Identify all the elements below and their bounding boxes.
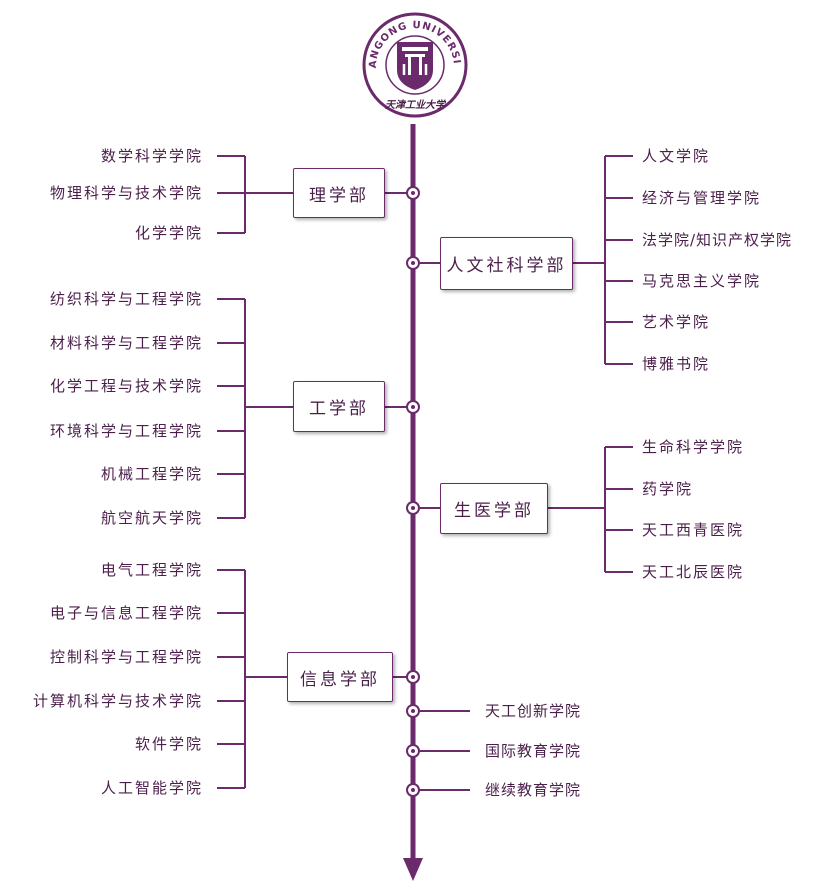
department-humanities: 人文社科学部 <box>440 237 573 290</box>
standalone-college-label: 天工创新学院 <box>485 702 582 720</box>
university-logo: TIANGONG UNIVERSITY 1912 天津工业大学 <box>360 12 468 118</box>
logo-year: 1912 <box>407 82 422 89</box>
standalone-college-label: 国际教育学院 <box>485 742 582 760</box>
college-label: 材料科学与工程学院 <box>49 334 203 352</box>
department-science: 理学部 <box>293 168 385 218</box>
college-label: 物理科学与技术学院 <box>49 184 203 202</box>
college-label: 天工北辰医院 <box>642 563 745 581</box>
college-label: 化学学院 <box>134 224 203 242</box>
college-label: 法学院/知识产权学院 <box>642 231 793 249</box>
logo-chinese-name: 天津工业大学 <box>385 99 447 111</box>
college-label: 电气工程学院 <box>100 561 203 579</box>
college-label: 马克思主义学院 <box>642 272 762 290</box>
college-label: 药学院 <box>642 480 694 498</box>
college-label: 人文学院 <box>642 147 711 165</box>
college-label: 环境科学与工程学院 <box>49 422 203 440</box>
standalone-college-label: 继续教育学院 <box>485 781 582 799</box>
college-label: 天工西青医院 <box>642 521 745 539</box>
college-label: 纺织科学与工程学院 <box>49 290 203 308</box>
college-label: 机械工程学院 <box>100 465 203 483</box>
college-label: 博雅书院 <box>642 355 711 373</box>
college-label: 生命科学学院 <box>642 438 745 456</box>
department-biomed: 生医学部 <box>440 483 548 534</box>
department-information: 信息学部 <box>287 652 393 702</box>
college-label: 电子与信息工程学院 <box>49 604 203 622</box>
trunk-arrowhead <box>403 858 423 881</box>
department-engineering: 工学部 <box>293 381 385 432</box>
college-label: 艺术学院 <box>642 313 711 331</box>
college-label: 计算机科学与技术学院 <box>32 692 203 710</box>
college-label: 人工智能学院 <box>100 779 203 797</box>
college-label: 软件学院 <box>134 735 203 753</box>
college-label: 控制科学与工程学院 <box>49 648 203 666</box>
college-label: 数学科学学院 <box>100 147 203 165</box>
college-label: 航空航天学院 <box>100 509 203 527</box>
college-label: 化学工程与技术学院 <box>49 377 203 395</box>
college-label: 经济与管理学院 <box>642 189 762 207</box>
